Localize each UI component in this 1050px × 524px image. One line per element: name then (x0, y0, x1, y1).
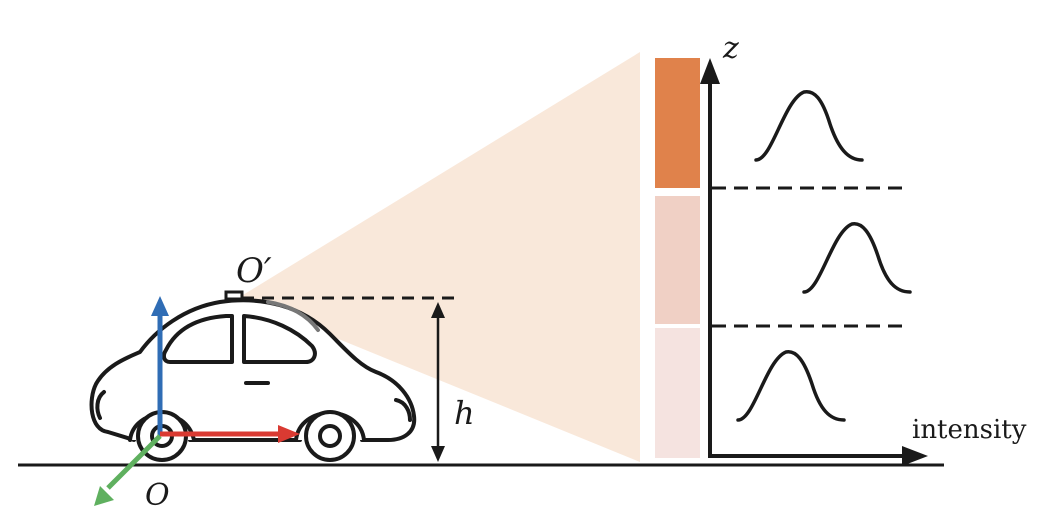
roof-highlight (266, 300, 320, 332)
bin-bottom (655, 328, 700, 458)
distribution-curve-middle (802, 222, 912, 294)
car-icon (89, 298, 417, 462)
axis-side (106, 434, 162, 490)
label-origin-ground: O (145, 478, 170, 513)
lidar-sensor-icon (224, 290, 244, 301)
coordinate-axes (94, 296, 300, 506)
intensity-axes (700, 58, 928, 466)
height-arrow (431, 302, 445, 462)
view-frustum (238, 52, 640, 462)
label-intensity-axis: intensity (912, 415, 1027, 445)
label-height: h (454, 394, 475, 432)
label-origin-camera: O′ (236, 251, 272, 291)
bin-top (655, 58, 700, 188)
bin-middle (655, 196, 700, 324)
distribution-curve-bottom (736, 350, 846, 422)
distribution-curve-top (754, 89, 864, 162)
label-z-axis: z (722, 31, 739, 66)
